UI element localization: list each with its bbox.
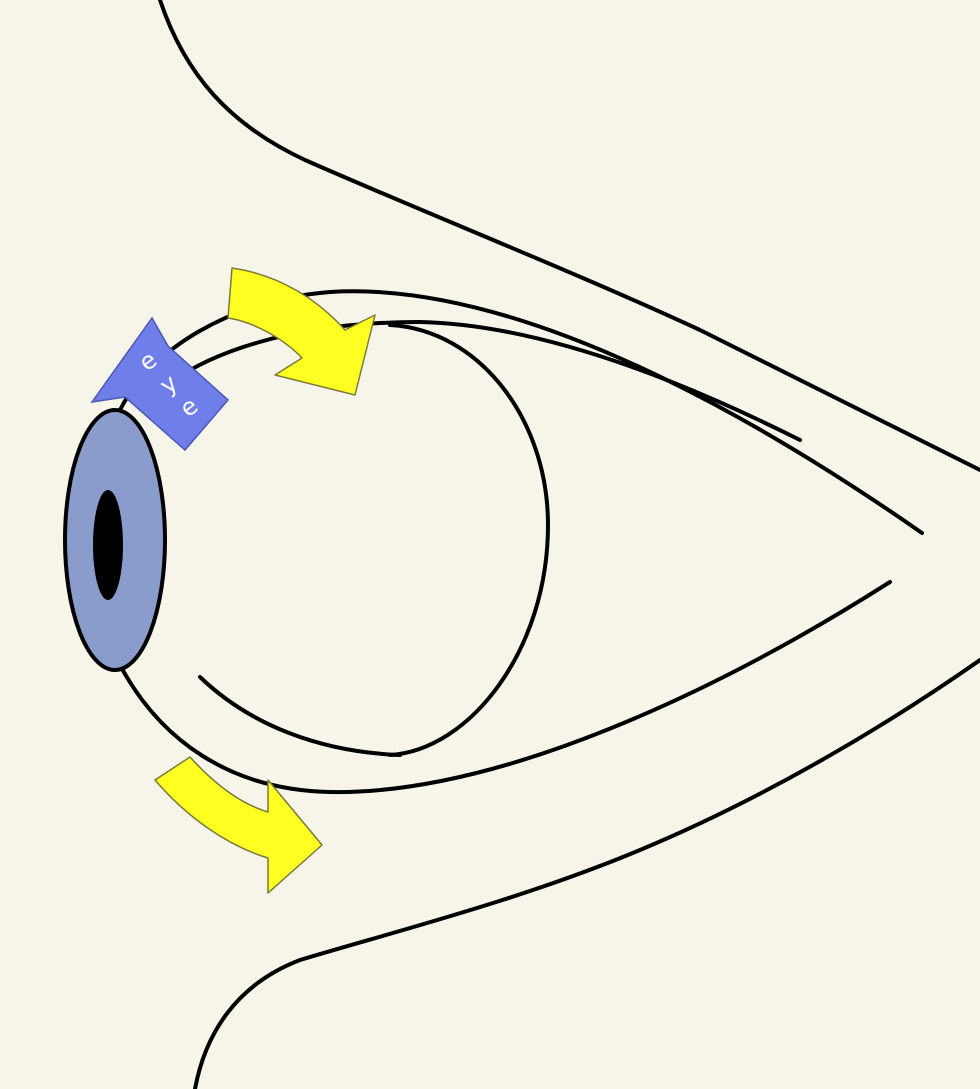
pupil — [93, 490, 123, 600]
